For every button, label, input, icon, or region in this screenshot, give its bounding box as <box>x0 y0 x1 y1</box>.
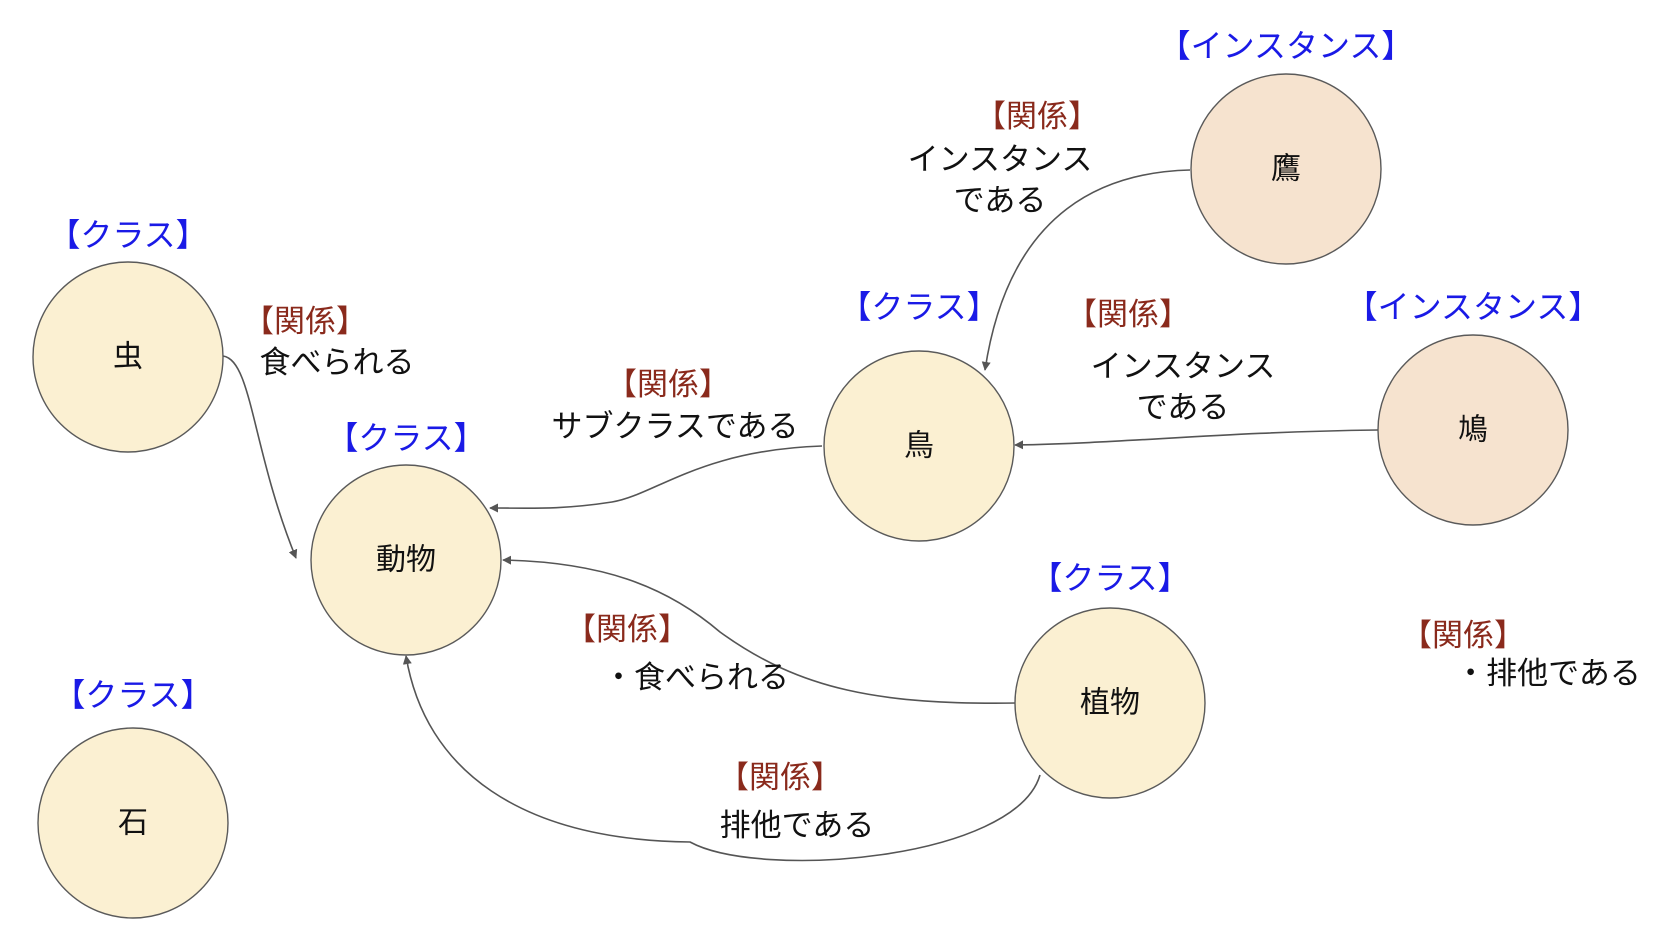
node-plant: 植物 <box>1014 607 1206 799</box>
node-animal-label: 動物 <box>376 543 436 578</box>
node-hawk: 鷹 <box>1190 73 1382 265</box>
relation-dove-bird-text-2: である <box>1137 390 1230 426</box>
edge-insect-to-animal <box>222 355 298 559</box>
relation-plant-exclusive-head: 【関係】 <box>718 760 842 796</box>
edge-bird-to-animal <box>489 445 823 513</box>
label-bird-class: 【クラス】 <box>839 288 998 326</box>
label-dove-instance: 【インスタンス】 <box>1346 288 1601 326</box>
node-insect-label: 虫 <box>113 340 143 375</box>
relation-insect-animal-head: 【関係】 <box>243 304 367 340</box>
relation-dove-bird-text-1: インスタンス <box>1091 349 1276 385</box>
relation-bird-animal-head: 【関係】 <box>606 367 730 403</box>
relation-hawk-bird-text-1: インスタンス <box>908 142 1093 178</box>
edge-hawk-to-bird <box>981 169 1191 371</box>
node-bird: 鳥 <box>823 350 1015 542</box>
node-stone: 石 <box>37 727 229 919</box>
node-dove: 鳩 <box>1377 334 1569 526</box>
relation-hawk-bird-head: 【関係】 <box>975 99 1099 135</box>
node-insect: 虫 <box>32 261 224 453</box>
node-plant-label: 植物 <box>1080 686 1140 721</box>
label-stone-class: 【クラス】 <box>53 676 212 714</box>
label-insect-class: 【クラス】 <box>48 216 207 254</box>
edge-dove-to-bird <box>1014 429 1379 450</box>
relation-bird-animal-text: サブクラスである <box>551 409 798 445</box>
node-dove-label: 鳩 <box>1458 413 1488 448</box>
relation-hawk-bird-text-2: である <box>954 183 1047 219</box>
relation-legend-exclusive-head: 【関係】 <box>1401 618 1525 654</box>
label-hawk-instance: 【インスタンス】 <box>1159 27 1414 65</box>
edge-plant-to-animal <box>502 555 1018 704</box>
label-animal-class: 【クラス】 <box>326 419 485 457</box>
node-stone-label: 石 <box>118 806 148 841</box>
node-hawk-label: 鷹 <box>1271 152 1301 187</box>
node-animal: 動物 <box>310 464 502 656</box>
relation-insect-animal-text: 食べられる <box>260 345 415 381</box>
node-bird-label: 鳥 <box>904 429 934 464</box>
relation-plant-exclusive-text: 排他である <box>720 808 875 844</box>
edge-plant-exclusive-animal <box>402 655 1041 862</box>
relation-legend-exclusive-text: ・排他である <box>1455 656 1641 692</box>
label-plant-class: 【クラス】 <box>1030 559 1189 597</box>
relation-plant-animal-text: ・食べられる <box>603 660 789 696</box>
relation-dove-bird-head: 【関係】 <box>1066 297 1190 333</box>
relation-plant-animal-head: 【関係】 <box>565 612 689 648</box>
